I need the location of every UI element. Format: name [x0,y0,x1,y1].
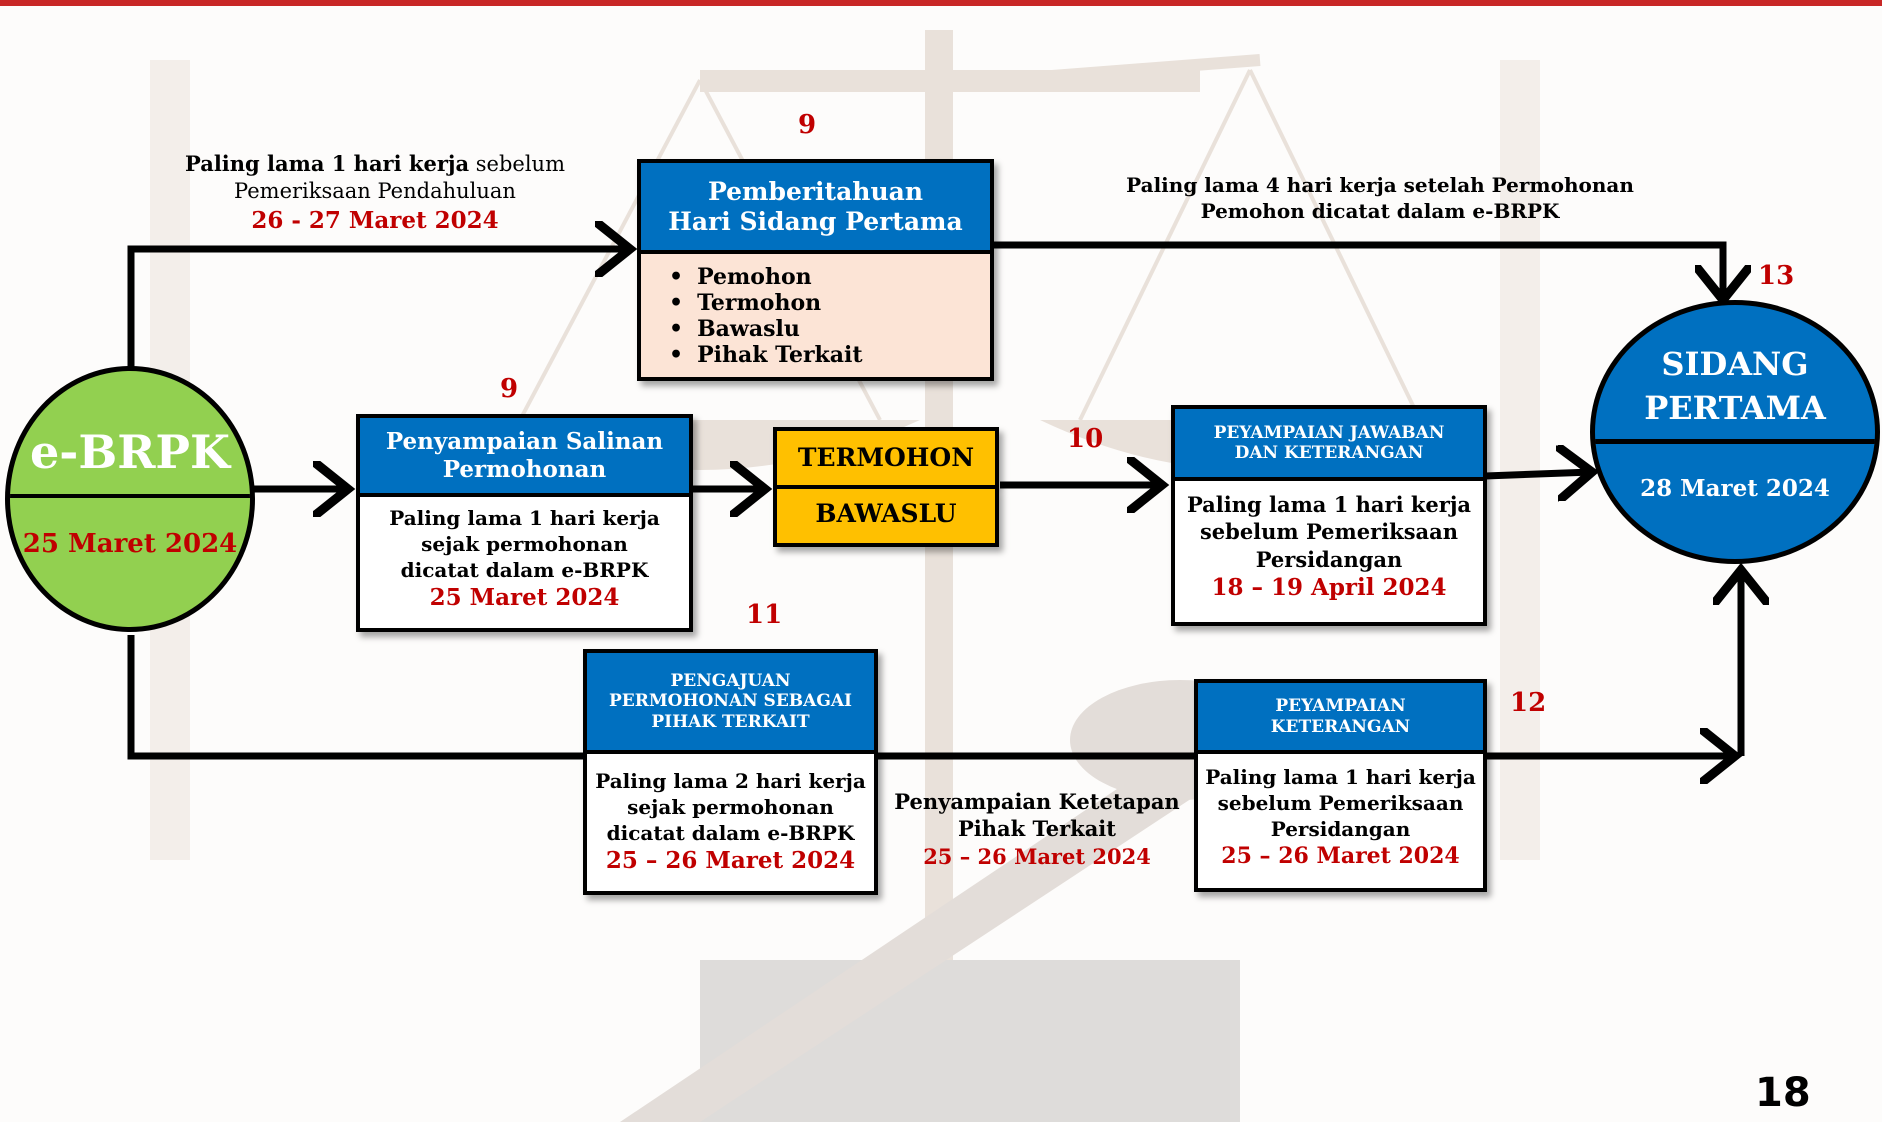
jawaban-body-line: sebelum Pemeriksaan [1199,519,1459,545]
pengajuan-body-line: dicatat dalam e-BRPK [606,821,855,845]
ebrpk-title: e-BRPK [29,425,231,479]
ketetapan-date: 25 – 26 Maret 2024 [923,843,1151,869]
keterangan-title-line1: PEYAMPAIAN [1275,696,1406,717]
step-number-11: 11 [746,600,783,630]
ebrpk-divider [10,494,250,498]
pemberitahuan-party-list: Pemohon Termohon Bawaslu Pihak Terkait [641,264,990,368]
keterangan-date: 25 – 26 Maret 2024 [1221,843,1460,869]
pengajuan-header: PENGAJUAN PERMOHONAN SEBAGAI PIHAK TERKA… [587,653,874,754]
step-number-13: 13 [1758,261,1795,291]
pengajuan-box: PENGAJUAN PERMOHONAN SEBAGAI PIHAK TERKA… [583,649,878,895]
ebrpk-start-node: e-BRPK 25 Maret 2024 [5,366,255,632]
top-left-note: Paling lama 1 hari kerja sebelum Pemerik… [180,150,570,235]
salinan-body-line: Paling lama 1 hari kerja [389,506,660,530]
pengajuan-title-line1: PENGAJUAN [670,670,791,691]
top-right-note-line2: Pemohon dicatat dalam e-BRPK [1200,199,1560,223]
keterangan-title-line2: KETERANGAN [1270,716,1411,737]
party-item: Pemohon [691,264,990,290]
keterangan-box: PEYAMPAIAN KETERANGAN Paling lama 1 hari… [1194,679,1487,892]
pengajuan-body-line: Paling lama 2 hari kerja [595,769,866,793]
ketetapan-note: Penyampaian Ketetapan Pihak Terkait 25 –… [892,788,1182,870]
ketetapan-line1: Penyampaian Ketetapan [894,789,1180,814]
sidang-date: 28 Maret 2024 [1640,475,1830,502]
pengajuan-body-line: sejak permohonan [627,795,834,819]
pemberitahuan-title-line1: Pemberitahuan [707,176,923,206]
keterangan-body-line: Persidangan [1270,817,1411,841]
pengajuan-date: 25 – 26 Maret 2024 [605,847,856,874]
jawaban-title-line2: DAN KETERANGAN [1234,443,1424,463]
party-item: Pihak Terkait [691,342,990,368]
party-item: Bawaslu [691,316,990,342]
sidang-divider [1595,439,1875,444]
ketetapan-line2: Pihak Terkait [958,816,1116,842]
salinan-title-line1: Penyampaian Salinan [385,427,664,455]
step-number-10: 10 [1067,424,1104,454]
keterangan-body: Paling lama 1 hari kerja sebelum Pemerik… [1198,754,1483,871]
top-accent-bar [0,0,1882,6]
sidang-title-line2: PERTAMA [1644,389,1826,427]
pengajuan-title-line2: PERMOHONAN SEBAGAI [608,691,852,712]
salinan-body: Paling lama 1 hari kerja sejak permohona… [360,497,689,613]
keterangan-body-line: sebelum Pemeriksaan [1217,791,1464,815]
step-number-9-top: 9 [798,110,817,140]
top-left-note-rest: sebelum [469,152,565,176]
top-left-note-bold: Paling lama 1 hari kerja [184,151,470,176]
keterangan-header: PEYAMPAIAN KETERANGAN [1198,683,1483,754]
sidang-title-line1: SIDANG [1661,345,1809,383]
jawaban-date: 18 – 19 April 2024 [1211,573,1447,601]
bawaslu-box: BAWASLU [773,489,999,547]
keterangan-body-line: Paling lama 1 hari kerja [1205,765,1476,789]
pemberitahuan-header: Pemberitahuan Hari Sidang Pertama [641,163,990,254]
salinan-header: Penyampaian Salinan Permohonan [360,418,689,497]
top-left-note-date: 26 - 27 Maret 2024 [251,206,499,234]
top-left-note-line2: Pemeriksaan Pendahuluan [234,179,516,204]
sidang-pertama-end-node: SIDANG PERTAMA 28 Maret 2024 [1590,300,1880,564]
salinan-body-line: sejak permohonan [421,532,628,556]
party-item: Termohon [691,290,990,316]
top-right-note: Paling lama 4 hari kerja setelah Permoho… [1110,172,1650,224]
jawaban-header: PEYAMPAIAN JAWABAN DAN KETERANGAN [1175,409,1483,481]
jawaban-body-line: Paling lama 1 hari kerja [1186,492,1472,517]
jawaban-title-line1: PEYAMPAIAN JAWABAN [1213,422,1445,443]
page-number: 18 [1755,1070,1811,1116]
salinan-box: Penyampaian Salinan Permohonan Paling la… [356,414,693,632]
termohon-box: TERMOHON [773,427,999,489]
pemberitahuan-title-line2: Hari Sidang Pertama [668,206,963,236]
jawaban-box: PEYAMPAIAN JAWABAN DAN KETERANGAN Paling… [1171,405,1487,626]
ebrpk-date: 25 Maret 2024 [22,529,238,559]
salinan-body-line: dicatat dalam e-BRPK [400,558,649,582]
top-right-note-line1: Paling lama 4 hari kerja setelah Permoho… [1126,173,1634,197]
step-number-9-middle: 9 [500,374,519,404]
salinan-title-line2: Permohonan [442,455,607,483]
gavel-icon [620,720,1250,1122]
pemberitahuan-box: Pemberitahuan Hari Sidang Pertama Pemoho… [637,159,994,381]
pengajuan-body: Paling lama 2 hari kerja sejak permohona… [587,754,874,876]
jawaban-body-line: Persidangan [1255,546,1403,572]
jawaban-body: Paling lama 1 hari kerja sebelum Pemerik… [1175,481,1483,603]
salinan-date: 25 Maret 2024 [429,584,620,611]
pengajuan-title-line3: PIHAK TERKAIT [651,711,810,732]
step-number-12: 12 [1510,688,1547,718]
